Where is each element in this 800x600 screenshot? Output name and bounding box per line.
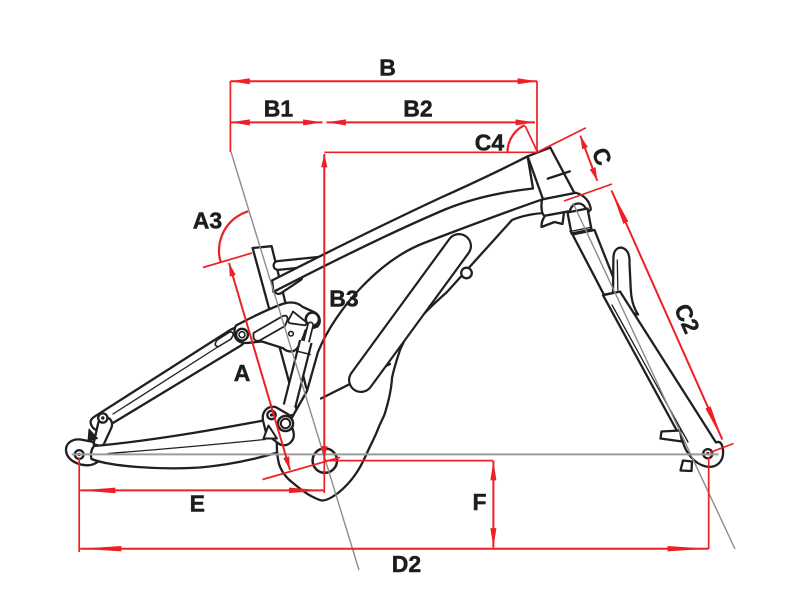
svg-text:A: A: [234, 360, 251, 386]
svg-text:E: E: [190, 491, 205, 517]
svg-text:B: B: [379, 55, 396, 81]
svg-text:B3: B3: [329, 286, 358, 312]
svg-text:B1: B1: [264, 96, 294, 122]
svg-text:D2: D2: [392, 551, 421, 577]
svg-text:C4: C4: [475, 130, 505, 156]
svg-text:F: F: [472, 489, 486, 515]
svg-text:B2: B2: [403, 96, 432, 122]
svg-text:A3: A3: [193, 208, 222, 234]
